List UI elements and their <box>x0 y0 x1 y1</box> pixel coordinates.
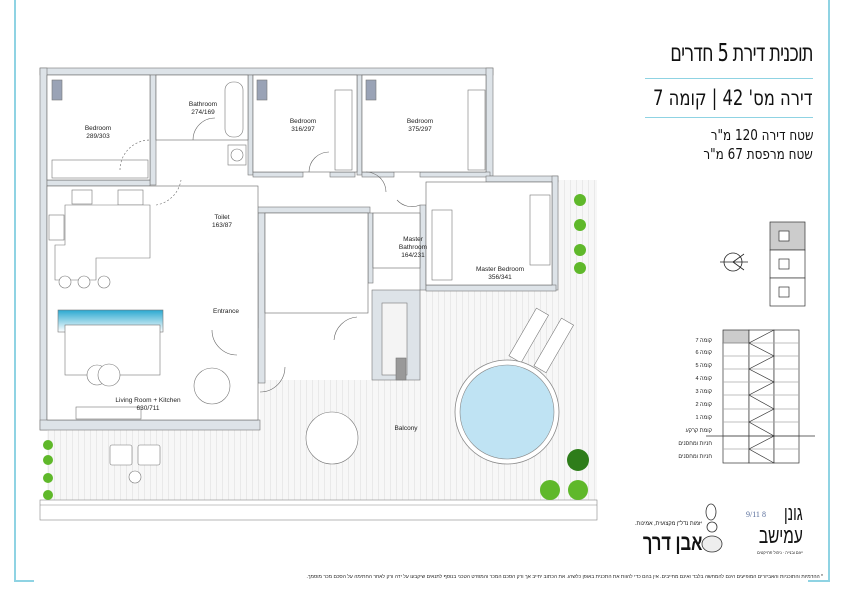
gonen-tagline: ייזום ובנייה · ניהול פרויקטים <box>757 550 803 555</box>
walls <box>39 67 559 431</box>
compass-icon <box>720 252 748 272</box>
balcony-table <box>305 411 359 465</box>
gonen-number: 8 9/11 <box>746 510 766 519</box>
floor-key <box>706 329 815 464</box>
floor-label: חניות ומחסנים <box>678 441 712 447</box>
frame-right-line <box>828 0 830 582</box>
floor-label: קומת קרקע <box>685 428 712 434</box>
floor-label: קומה 7 <box>695 338 712 344</box>
frame-bottom-left <box>14 580 34 582</box>
apartment-area: שטח דירה 120 מ"ר <box>710 126 813 144</box>
gonen-line1: גונן <box>784 503 803 525</box>
gonen-line2: עמישב <box>758 523 803 548</box>
floor-label: קומה 4 <box>695 376 712 382</box>
frame-left-line <box>14 0 16 582</box>
floor-label: חניות ומחסנים <box>678 454 712 460</box>
frame-bottom-right <box>808 580 830 582</box>
orientation-key <box>769 221 806 307</box>
pool <box>459 364 555 460</box>
room-label-balcony: Balcony <box>394 425 418 432</box>
storage-area <box>264 212 369 314</box>
master-bathroom-area <box>372 212 421 269</box>
floor-label: קומה 3 <box>695 389 712 395</box>
sun-lounger <box>533 317 574 374</box>
plants <box>43 194 589 500</box>
divider <box>645 117 813 118</box>
sun-lounger <box>508 307 549 364</box>
bed-pillow <box>51 79 63 101</box>
even-derech-stones-logo <box>701 503 723 553</box>
bedroom-3-area <box>361 74 487 173</box>
even-derech-name: אבן דרך <box>642 530 702 555</box>
apartment-number-floor: דירה מס' 42 | קומה 7 <box>653 86 813 110</box>
even-derech-tagline: יזמות נדל"ן מקצועית, אמינות. <box>635 521 702 527</box>
floor-label: קומה 1 <box>695 415 712 421</box>
room-label-entrance: Entrance <box>212 308 240 315</box>
floor-label: קומה 6 <box>695 350 712 356</box>
floor-label: קומה 2 <box>695 402 712 408</box>
plan-title: תוכנית דירת 5 חדרים <box>670 38 813 67</box>
balcony-area: שטח מרפסת 67 מ"ר <box>703 145 813 163</box>
floor-label: קומה 5 <box>695 363 712 369</box>
disclaimer: * ההדמיות והתוכניות והאביזרים המופיעים ה… <box>306 574 824 580</box>
divider <box>645 78 813 79</box>
dining-table <box>193 367 231 405</box>
